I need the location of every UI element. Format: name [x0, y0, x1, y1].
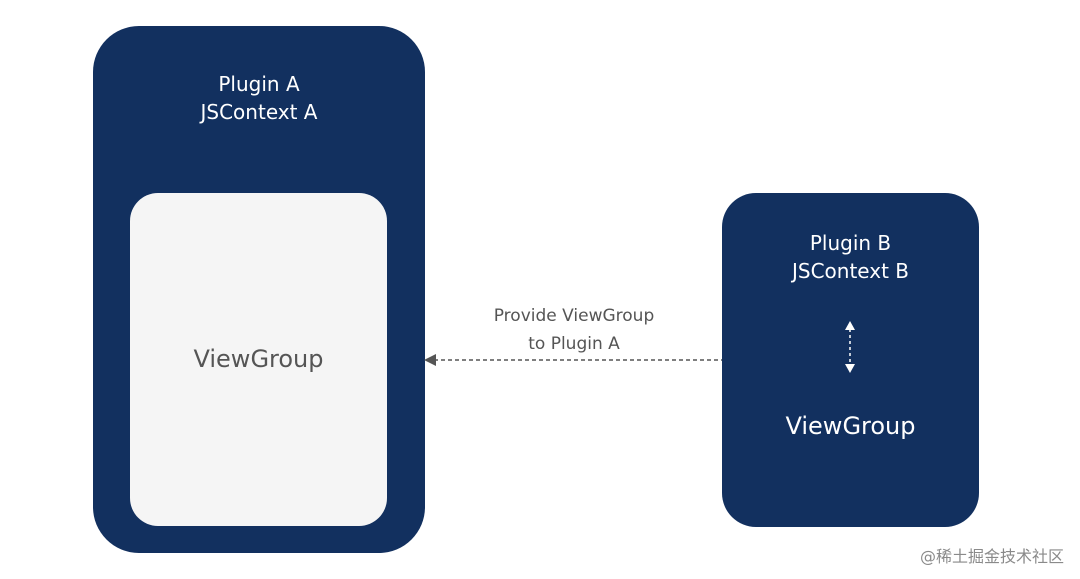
- plugin-a-jscontext: JSContext A: [200, 100, 318, 124]
- plugin-b-jscontext: JSContext B: [791, 259, 910, 283]
- plugin-b-title: Plugin B JSContext B: [722, 229, 979, 285]
- watermark: @稀土掘金技术社区: [919, 547, 1064, 566]
- plugin-b-box: Plugin B JSContext B ViewGroup: [722, 193, 979, 527]
- plugin-a-viewgroup-label: ViewGroup: [193, 345, 324, 373]
- plugin-b-name: Plugin B: [809, 231, 892, 255]
- dashed-arrow-left-icon: [424, 354, 724, 366]
- connector-label-line1: Provide ViewGroup: [493, 306, 655, 326]
- plugin-a-title: Plugin A JSContext A: [93, 70, 425, 126]
- plugin-a-viewgroup-box: ViewGroup: [130, 193, 387, 526]
- connector-label: Provide ViewGroup to Plugin A: [474, 302, 674, 358]
- double-arrow-vertical-icon: [845, 321, 855, 373]
- connector-label-line2: to Plugin A: [528, 334, 620, 354]
- plugin-b-viewgroup-label: ViewGroup: [785, 412, 916, 440]
- plugin-a-name: Plugin A: [218, 72, 300, 96]
- plugin-a-box: Plugin A JSContext A ViewGroup: [93, 26, 425, 553]
